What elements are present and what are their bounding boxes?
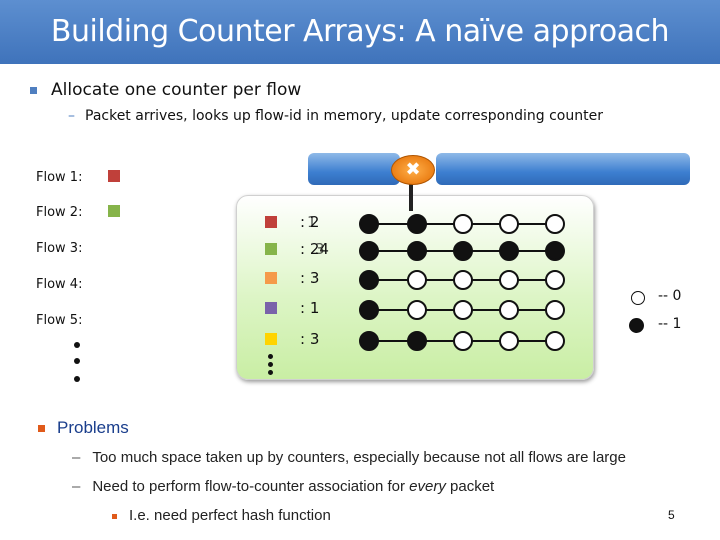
title-bar xyxy=(0,0,720,64)
legend-filled-node-icon xyxy=(629,318,644,333)
ellipsis-dot xyxy=(74,342,80,348)
counter-bit-zero xyxy=(545,331,565,351)
counter-bit-one xyxy=(545,241,565,261)
bullet-square-icon xyxy=(30,86,37,94)
bullet-square-icon xyxy=(38,425,45,433)
dash-icon: – xyxy=(72,449,81,466)
page-number: 5 xyxy=(668,508,675,522)
counter-bit-one xyxy=(359,270,379,290)
ellipsis-dot xyxy=(268,354,273,359)
sub-bullet-lookup: –Packet arrives, looks up flow-id in mem… xyxy=(68,108,603,124)
counter-bit-one xyxy=(407,241,427,261)
slide-title: Building Counter Arrays: A naïve approac… xyxy=(50,14,670,49)
flow-label-1: Flow 1: xyxy=(36,170,83,185)
problem-sub-item-text: I.e. need perfect hash function xyxy=(129,507,331,524)
legend-empty-node-icon xyxy=(631,291,645,305)
counter-bit-zero xyxy=(499,214,519,234)
counter-bit-one xyxy=(359,241,379,261)
counter-bit-zero xyxy=(545,300,565,320)
bullet-allocate: Allocate one counter per flow xyxy=(30,80,301,100)
counter-color-square xyxy=(265,272,277,284)
counter-color-square xyxy=(265,216,277,228)
counter-bit-zero xyxy=(499,300,519,320)
counter-bit-one xyxy=(499,241,519,261)
counter-value: : 1 xyxy=(300,299,320,317)
counter-value-overlay: 3 xyxy=(315,240,325,258)
problem-item-2-prefix: Need to perform flow-to-counter associat… xyxy=(92,478,410,495)
ellipsis-dot xyxy=(268,370,273,375)
problem-item-2-emphasis: every xyxy=(409,478,446,495)
flow1-color-square xyxy=(108,170,120,182)
counter-bit-zero xyxy=(545,270,565,290)
counter-bit-zero xyxy=(453,300,473,320)
bullet-text: Allocate one counter per flow xyxy=(51,80,302,100)
counter-bit-one xyxy=(359,331,379,351)
counter-bit-one xyxy=(453,241,473,261)
counter-bit-zero xyxy=(499,270,519,290)
counter-bit-one xyxy=(359,214,379,234)
ellipsis-dot xyxy=(268,362,273,367)
ellipsis-dot xyxy=(74,358,80,364)
link-pipe-left xyxy=(308,153,400,185)
problems-heading: Problems xyxy=(38,418,129,438)
counter-bit-one xyxy=(407,214,427,234)
counter-color-square xyxy=(265,243,277,255)
counter-bit-zero xyxy=(407,300,427,320)
dash-icon: – xyxy=(68,108,75,124)
counter-bit-zero xyxy=(453,270,473,290)
link-pipe-right xyxy=(436,153,690,185)
counter-value: : 2 xyxy=(300,213,320,231)
router-stem xyxy=(409,183,413,211)
counter-color-square xyxy=(265,333,277,345)
flow-label-2: Flow 2: xyxy=(36,205,83,220)
dash-icon: – xyxy=(72,478,81,495)
problem-item-2: –Need to perform flow-to-counter associa… xyxy=(72,478,494,495)
flow-label-5: Flow 5: xyxy=(36,313,83,328)
counter-bit-zero xyxy=(407,270,427,290)
flow-label-4: Flow 4: xyxy=(36,277,83,292)
counter-bit-zero xyxy=(499,331,519,351)
counter-value: : 24 xyxy=(300,240,329,258)
counter-bit-zero xyxy=(453,214,473,234)
problem-item-1: –Too much space taken up by counters, es… xyxy=(72,449,626,466)
counter-bit-zero xyxy=(545,214,565,234)
problem-item-1-text: Too much space taken up by counters, esp… xyxy=(92,449,626,466)
flow2-color-square xyxy=(108,205,120,217)
problem-sub-item: I.e. need perfect hash function xyxy=(112,507,331,524)
problem-item-2-suffix: packet xyxy=(445,478,495,495)
legend-zero-text: -- 0 xyxy=(658,288,682,304)
counter-bit-zero xyxy=(453,331,473,351)
sub-bullet-text: Packet arrives, looks up flow-id in memo… xyxy=(85,108,603,124)
legend-one-text: -- 1 xyxy=(658,316,682,332)
problems-heading-text: Problems xyxy=(57,418,129,437)
router-x-icon: ✖ xyxy=(391,155,435,185)
counter-value: : 3 xyxy=(300,330,320,348)
bullet-square-icon xyxy=(112,513,117,519)
counter-bit-one xyxy=(407,331,427,351)
flow-label-3: Flow 3: xyxy=(36,241,83,256)
ellipsis-dot xyxy=(74,376,80,382)
counter-color-square xyxy=(265,302,277,314)
counter-value-overlay: 1 xyxy=(307,213,317,231)
counter-value: : 3 xyxy=(300,269,320,287)
counter-bit-one xyxy=(359,300,379,320)
